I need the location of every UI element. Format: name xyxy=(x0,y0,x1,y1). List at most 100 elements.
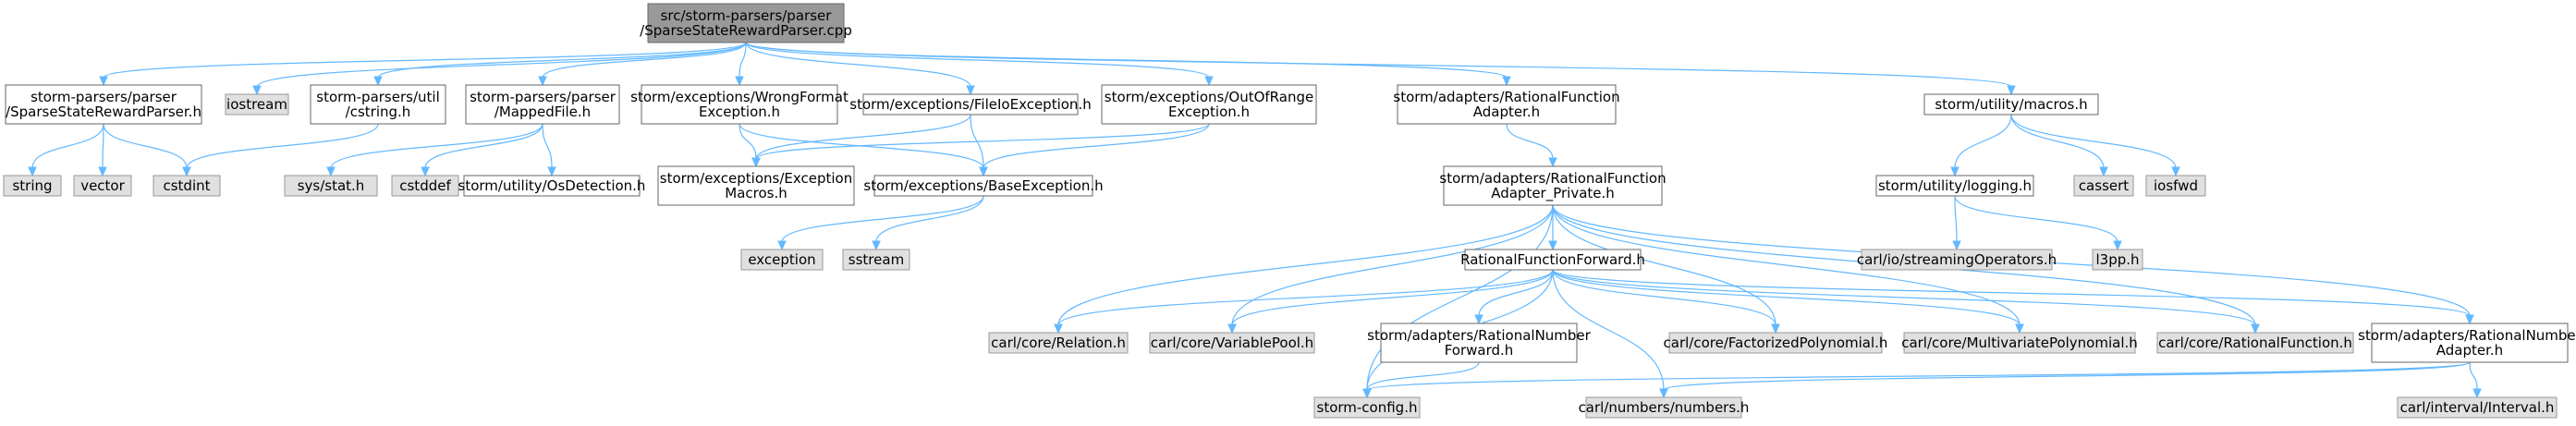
edge-line xyxy=(1552,269,1776,326)
external-header-node: cstdint xyxy=(153,175,221,197)
node-box xyxy=(1668,332,1883,354)
node-label: /SparseStateRewardParser.h xyxy=(6,103,201,120)
node-label: storm-parsers/parser xyxy=(470,89,617,105)
node-box xyxy=(1903,332,2136,354)
node-box xyxy=(1464,249,1642,271)
edge-line xyxy=(875,195,984,243)
node-label: carl/core/MultivariatePolynomial.h xyxy=(1901,335,2138,351)
edges-layer xyxy=(28,42,2482,399)
edge-line xyxy=(2010,114,2105,169)
edge-line xyxy=(186,123,379,169)
external-header-node: exception xyxy=(740,249,824,271)
external-header-node: carl/core/RationalFunction.h xyxy=(2156,332,2354,354)
header-node[interactable]: RationalFunctionForward.h xyxy=(1460,249,1645,271)
node-label: l3pp.h xyxy=(2095,251,2139,268)
external-header-node: carl/core/Relation.h xyxy=(988,332,1129,354)
dependency-edge xyxy=(1054,269,1554,335)
external-header-node: carl/core/VariablePool.h xyxy=(1149,332,1315,354)
dependency-edge xyxy=(28,123,104,177)
edge-line xyxy=(1366,361,1480,391)
root-file-node[interactable]: src/storm-parsers/parser/SparseStateRewa… xyxy=(640,3,852,43)
dependency-edge xyxy=(1552,269,2260,335)
header-node[interactable]: storm/utility/logging.h xyxy=(1875,175,2034,197)
node-label: carl/core/RationalFunction.h xyxy=(2158,335,2352,351)
node-label: /SparseStateRewardParser.cpp xyxy=(640,22,852,39)
node-box xyxy=(5,84,202,125)
node-label: storm-config.h xyxy=(1317,399,1418,416)
external-header-node: iosfwd xyxy=(2145,175,2206,197)
edge-arrowhead xyxy=(777,240,787,251)
node-box xyxy=(657,165,855,206)
dependency-edge xyxy=(421,123,543,177)
dependency-edge xyxy=(2010,114,2108,177)
node-label: Adapter_Private.h xyxy=(1491,185,1615,202)
dependency-edge xyxy=(745,42,1214,87)
header-node[interactable]: storm/utility/macros.h xyxy=(1923,93,2099,116)
dependency-edge xyxy=(1954,195,2122,251)
edge-arrowhead xyxy=(1054,323,1063,335)
dependency-edge xyxy=(1950,114,2012,177)
external-header-node: carl/core/FactorizedPolynomial.h xyxy=(1664,332,1887,354)
edge-arrowhead xyxy=(2465,314,2474,325)
header-node[interactable]: storm/exceptions/BaseException.h xyxy=(863,175,1104,197)
node-box xyxy=(1380,323,1578,363)
edge-line xyxy=(103,42,747,79)
edge-line xyxy=(1552,269,2256,326)
edge-arrowhead xyxy=(28,166,37,177)
edge-arrowhead xyxy=(99,76,108,87)
node-box xyxy=(3,175,62,197)
edge-line xyxy=(377,42,747,79)
node-label: storm/utility/OsDetection.h xyxy=(458,177,646,194)
edge-arrowhead xyxy=(1659,388,1668,399)
edge-line xyxy=(781,195,984,243)
node-box xyxy=(2371,323,2569,363)
edge-arrowhead xyxy=(2171,166,2180,177)
edge-arrowhead xyxy=(1548,240,1557,251)
node-box xyxy=(1923,93,2099,116)
node-box xyxy=(463,175,641,197)
external-header-node: vector xyxy=(73,175,132,197)
edge-arrowhead xyxy=(1204,76,1214,87)
edge-line xyxy=(1506,123,1554,160)
header-node[interactable]: storm/exceptions/FileIoException.h xyxy=(849,93,1092,116)
edge-line xyxy=(1231,204,1554,326)
edge-arrowhead xyxy=(182,166,191,177)
edge-line xyxy=(1057,269,1554,326)
node-box xyxy=(1149,332,1315,354)
header-node[interactable]: storm-parsers/util/cstring.h xyxy=(310,84,446,125)
external-header-node: string xyxy=(3,175,62,197)
header-node[interactable]: storm-parsers/parser/SparseStateRewardPa… xyxy=(5,84,202,125)
node-label: storm/adapters/RationalFunction xyxy=(1439,170,1666,187)
header-node[interactable]: storm/utility/OsDetection.h xyxy=(458,175,646,197)
edge-line xyxy=(1552,204,1776,326)
edge-line xyxy=(739,123,757,160)
edge-arrowhead xyxy=(252,85,262,96)
node-label: carl/numbers/numbers.h xyxy=(1579,399,1750,416)
dependency-edge xyxy=(751,123,1210,168)
node-label: storm/exceptions/BaseException.h xyxy=(863,177,1103,194)
header-node[interactable]: storm/adapters/RationalFunctionAdapter_P… xyxy=(1439,165,1666,206)
edge-arrowhead xyxy=(2099,166,2108,177)
external-header-node: sstream xyxy=(842,249,910,271)
edge-line xyxy=(31,123,104,169)
edge-line xyxy=(102,123,104,169)
dependency-edge xyxy=(1552,269,1780,335)
dependency-edge xyxy=(979,123,1210,177)
node-label: storm-parsers/parser xyxy=(31,89,177,105)
edge-line xyxy=(739,42,747,79)
header-node[interactable]: storm-parsers/parser/MappedFile.h xyxy=(465,84,620,125)
edge-arrowhead xyxy=(2007,85,2016,96)
node-label: storm/adapters/RationalNumber xyxy=(1367,327,1591,344)
external-header-node: iostream xyxy=(225,93,289,116)
edge-arrowhead xyxy=(421,166,430,177)
node-label: storm/exceptions/FileIoException.h xyxy=(849,96,1091,113)
dependency-edge xyxy=(538,42,747,87)
edge-line xyxy=(745,42,971,88)
edge-line xyxy=(745,42,1210,79)
